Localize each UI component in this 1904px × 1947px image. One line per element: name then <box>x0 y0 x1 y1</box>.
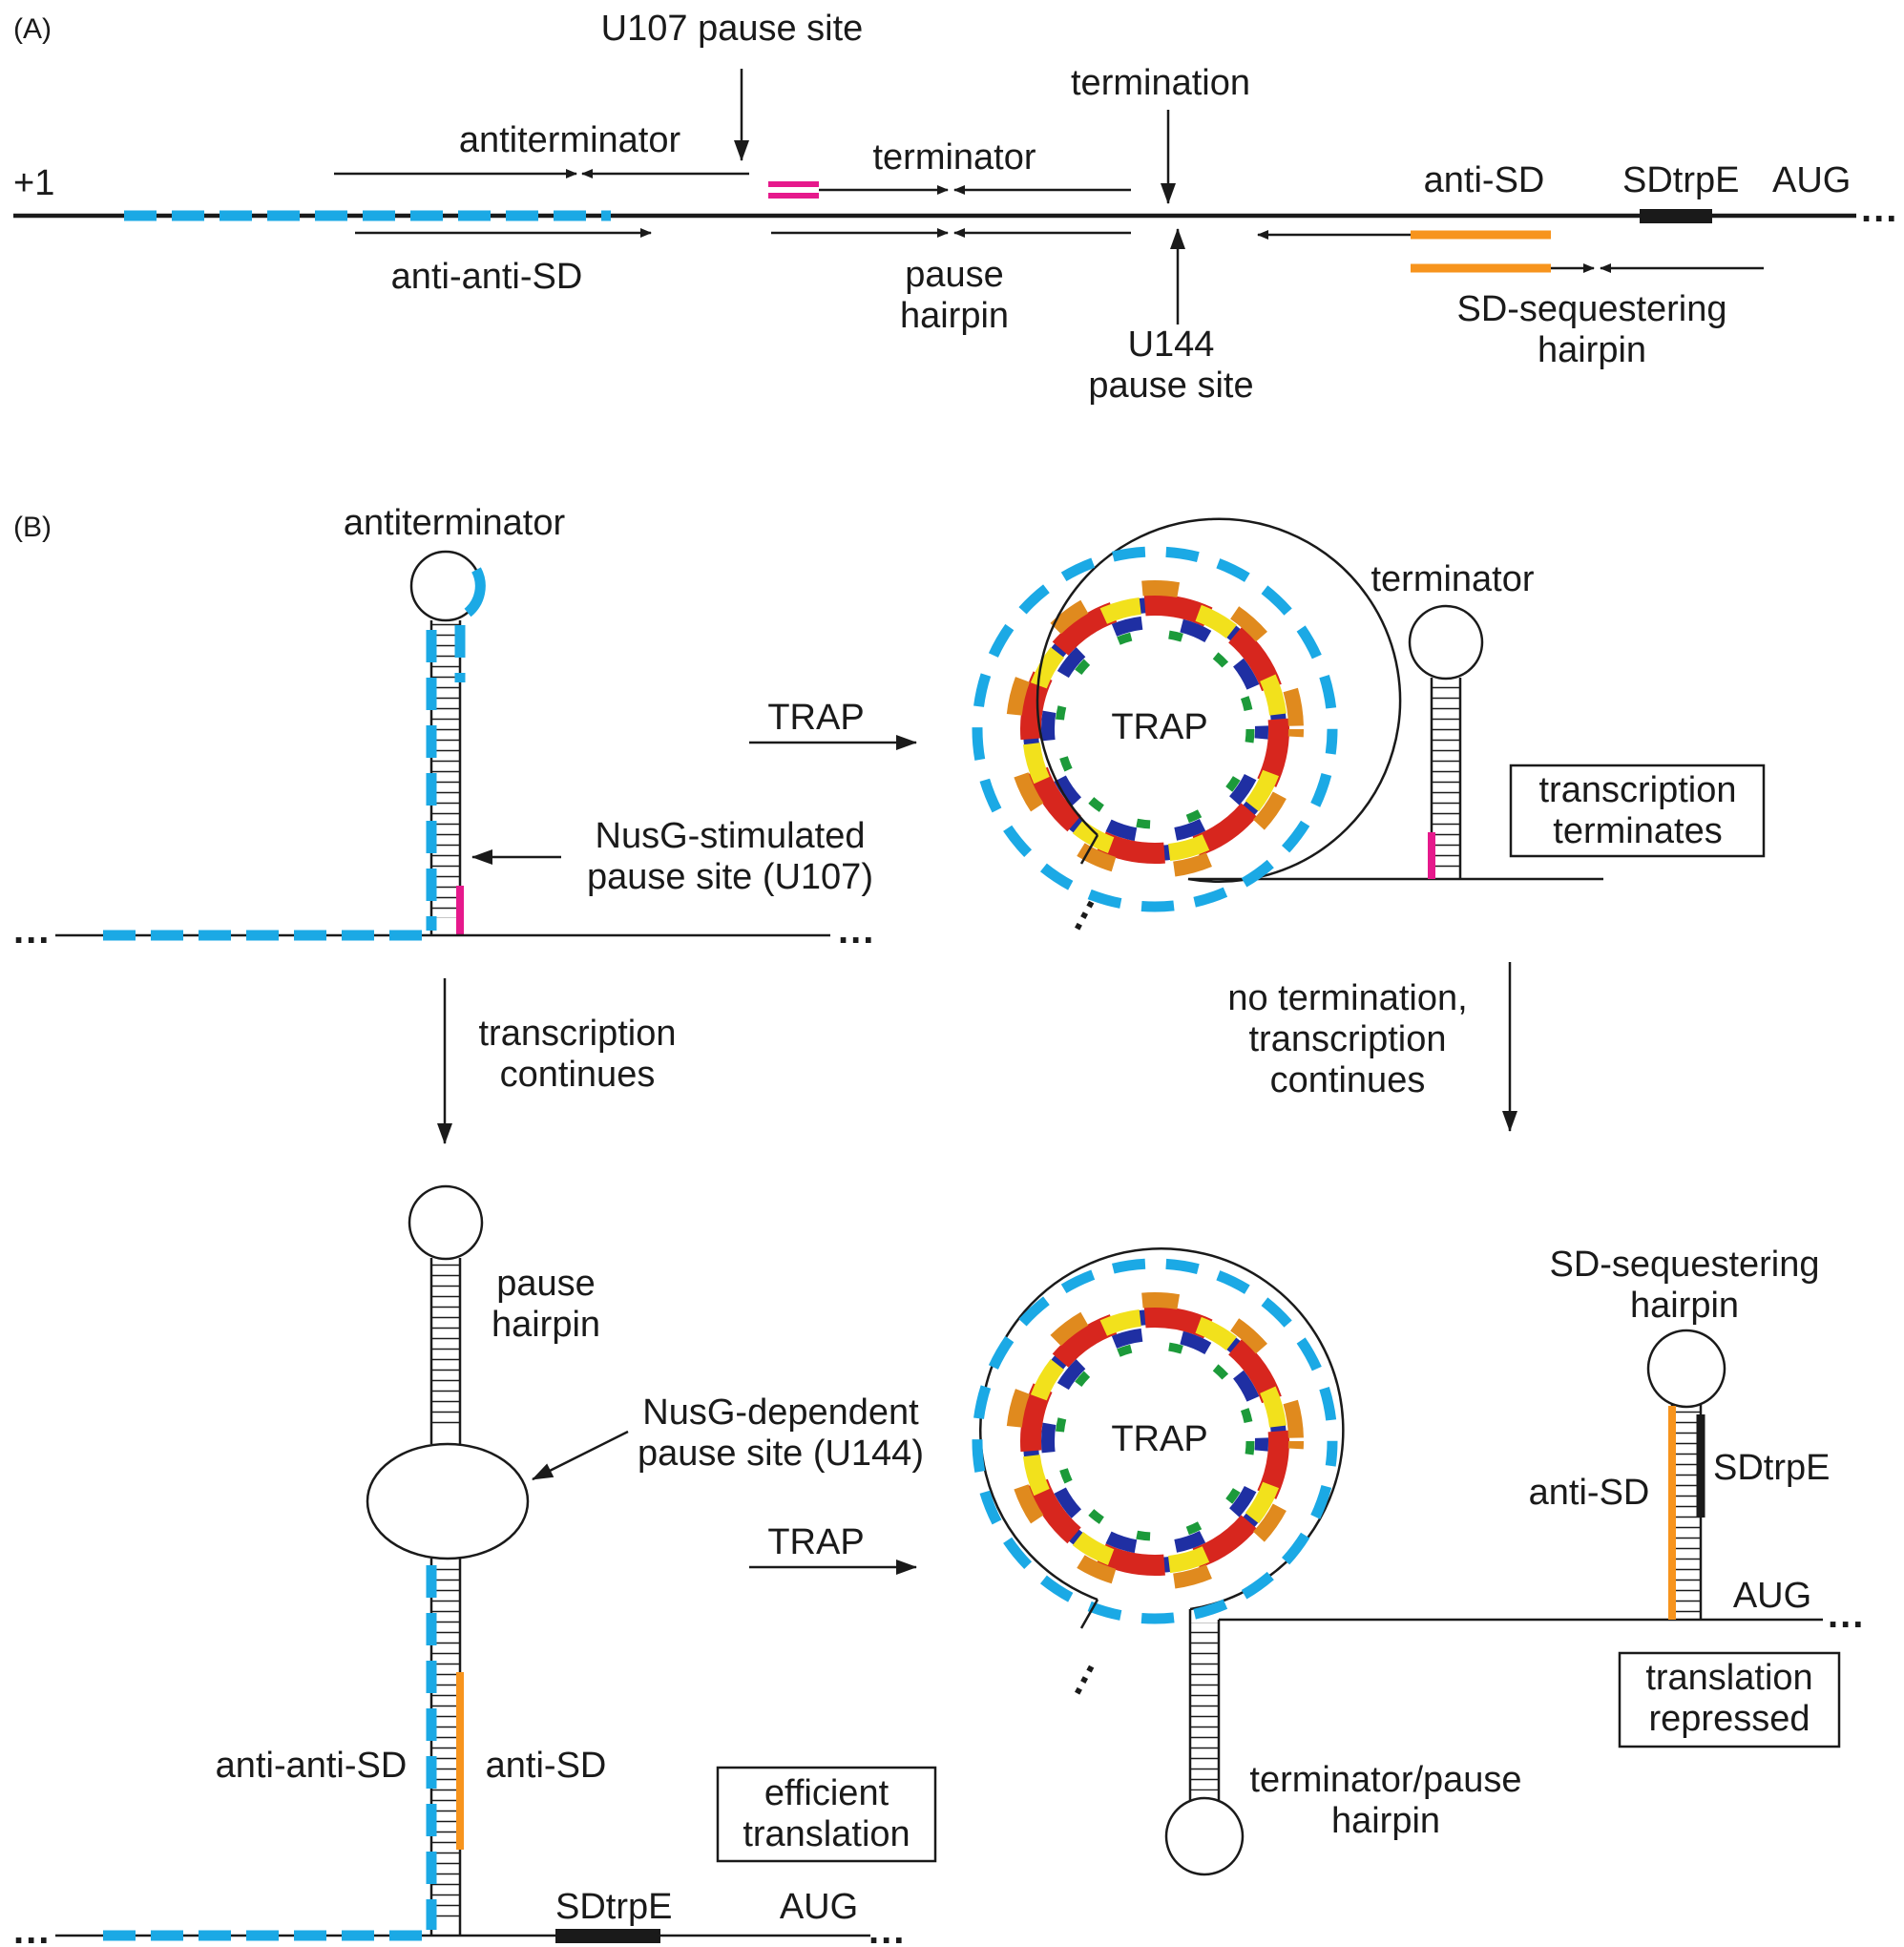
anti-sd-label: anti-SD <box>1424 160 1545 200</box>
sd-trpe-label: SDtrpE <box>555 1887 673 1927</box>
trap-binding-site-loop-arc <box>464 567 486 618</box>
ellipsis: ... <box>1861 188 1898 230</box>
nusg-stimulated-label: pause site (U107) <box>587 857 873 897</box>
sd-sequestering-hairpin-label: SD-sequestering <box>1456 289 1726 329</box>
trap-arrow-label: TRAP <box>767 698 864 738</box>
no-termination-label: transcription <box>1249 1019 1447 1059</box>
trap-arrow-label: TRAP <box>767 1522 864 1562</box>
pause-hairpin-label: hairpin <box>900 296 1009 336</box>
anti-anti-sd-label: anti-anti-SD <box>216 1746 408 1786</box>
ellipsis: ... <box>1049 1648 1103 1701</box>
ellipsis: ... <box>13 1910 51 1947</box>
ellipsis: ... <box>13 910 51 952</box>
terminator-loop <box>1408 604 1484 680</box>
efficient-translation-label: efficient <box>764 1773 889 1813</box>
trap-protein-label: TRAP <box>1111 707 1207 747</box>
trap-binding-site-wrap <box>972 546 1338 912</box>
sd-sequestering-hairpin-label: SD-sequestering <box>1549 1245 1819 1285</box>
terminator-label: terminator <box>872 137 1036 178</box>
trap-protein-ring-icon <box>1006 1292 1304 1590</box>
sd-sequestering-loop <box>1646 1329 1726 1409</box>
ellipsis: ... <box>868 1910 906 1947</box>
transcription-terminates-box <box>1509 764 1766 858</box>
ellipsis: ... <box>838 910 875 952</box>
nusg-dependent-label: NusG-dependent <box>642 1392 919 1433</box>
transcription-terminates-label: transcription <box>1539 770 1737 810</box>
terminator-pause-hairpin-label: hairpin <box>1331 1801 1440 1841</box>
trap-protein-label: TRAP <box>1111 1419 1207 1459</box>
antiterminator-label: antiterminator <box>459 120 681 160</box>
no-termination-label: no termination, <box>1227 978 1467 1018</box>
aug-label: AUG <box>1733 1576 1811 1616</box>
efficient-translation-label: translation <box>743 1814 910 1854</box>
terminator-pause-hairpin-loop <box>1164 1796 1245 1876</box>
trap-protein-ring-icon <box>1006 580 1304 878</box>
no-termination-label: continues <box>1270 1060 1426 1100</box>
translation-repressed-box <box>1618 1651 1841 1748</box>
ellipsis: ... <box>1828 1594 1865 1636</box>
rna-strand <box>1036 517 1603 883</box>
translation-repressed-label: translation <box>1645 1658 1812 1698</box>
antiterminator-label: antiterminator <box>344 503 566 543</box>
rna-strand <box>1079 834 1099 865</box>
terminator-stem <box>1430 678 1462 879</box>
sd-sequestering-hairpin-label: hairpin <box>1630 1286 1739 1326</box>
nusg-stimulated-label: NusG-stimulated <box>596 816 866 856</box>
sd-trpe-label: SDtrpE <box>1713 1448 1831 1488</box>
aug-label: AUG <box>1772 160 1851 200</box>
transcription-continues-label: transcription <box>479 1014 677 1054</box>
nusg-dependent-pause-bubble <box>366 1442 530 1560</box>
pause-hairpin-stem <box>429 1258 462 1444</box>
pause-hairpin-label: pause <box>496 1264 596 1304</box>
anti-anti-sd-label: anti-anti-SD <box>391 257 583 297</box>
transcription-terminates-label: terminates <box>1553 811 1722 851</box>
panel-b: (B) antiterminator ... ... NusG-stimulat… <box>13 503 1865 1947</box>
sd-trpe-label: SDtrpE <box>1622 160 1740 200</box>
terminator-label: terminator <box>1370 559 1534 599</box>
pause-hairpin-label: hairpin <box>492 1305 600 1345</box>
sd-trpe-box <box>555 1929 660 1943</box>
aug-label: AUG <box>780 1887 858 1927</box>
termination-label: termination <box>1071 63 1250 103</box>
sd-trpe-box <box>1640 209 1712 223</box>
u144-pause-site-label: pause site <box>1088 366 1253 406</box>
sd-sequestering-hairpin-label: hairpin <box>1538 330 1646 370</box>
panel-b-label: (B) <box>13 512 52 543</box>
pause-hairpin-loop <box>408 1184 484 1261</box>
u144-pause-site-label: U144 <box>1128 324 1215 365</box>
translation-repressed-label: repressed <box>1649 1699 1810 1739</box>
nusg-dependent-label: pause site (U144) <box>638 1434 924 1474</box>
terminator-pause-hairpin-stem <box>1188 1609 1221 1800</box>
rna-strand <box>1079 1599 1099 1629</box>
efficient-translation-box <box>716 1766 937 1863</box>
transcription-continues-label: continues <box>500 1055 656 1095</box>
terminator-pause-hairpin-label: terminator/pause <box>1249 1760 1521 1800</box>
panel-a-label: (A) <box>13 13 52 45</box>
anti-sd-label: anti-SD <box>486 1746 607 1786</box>
pause-hairpin-label: pause <box>905 255 1004 295</box>
trap-binding-site-wrap <box>972 1258 1338 1624</box>
u107-pause-site-label: U107 pause site <box>601 9 864 49</box>
anti-sd-label: anti-SD <box>1529 1473 1650 1513</box>
panel-a: (A) +1 U107 pause site antiterminator te… <box>13 9 1898 406</box>
plus-one-label: +1 <box>13 163 54 203</box>
nusg-dependent-arrow <box>532 1430 629 1481</box>
